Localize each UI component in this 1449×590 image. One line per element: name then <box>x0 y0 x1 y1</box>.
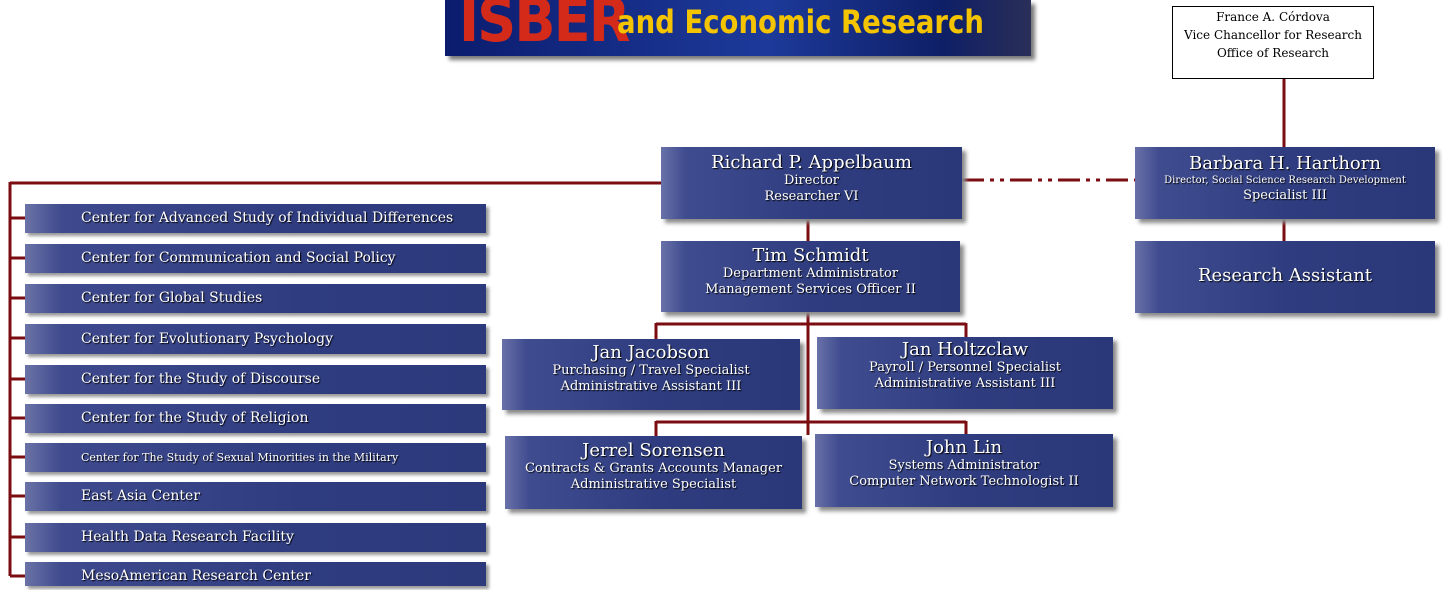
holtzclaw-title: Administrative Assistant III <box>874 376 1056 391</box>
center-item[interactable]: MesoAmerican Research Center <box>25 562 486 586</box>
vc-name: France A. Córdova <box>1216 10 1330 24</box>
jacobson-title: Administrative Assistant III <box>560 379 742 394</box>
sorensen-role: Contracts & Grants Accounts Manager <box>524 461 783 476</box>
schmidt-role: Department Administrator <box>722 266 899 281</box>
center-item[interactable]: Center for Advanced Study of Individual … <box>25 204 486 233</box>
vc-office: Office of Research <box>1216 46 1330 60</box>
research-assistant-label: Research Assistant <box>1197 265 1373 286</box>
sorensen-name: Jerrel Sorensen <box>582 440 725 461</box>
center-item[interactable]: East Asia Center <box>25 482 486 511</box>
center-item[interactable]: Center for Global Studies <box>25 284 486 313</box>
schmidt-title: Management Services Officer II <box>705 282 916 297</box>
director-role: Director <box>783 173 840 188</box>
lin-title: Computer Network Technologist II <box>849 474 1079 489</box>
harthorn-box: Barbara H. Harthorn Director, Social Sci… <box>1135 147 1435 219</box>
harthorn-role: Director, Social Science Research Develo… <box>1164 175 1406 186</box>
schmidt-name: Tim Schmidt <box>752 245 869 266</box>
vc-title: Vice Chancellor for Research <box>1184 28 1362 42</box>
isber-logo-banner: ISBER and Economic Research <box>445 0 1031 56</box>
director-title: Researcher VI <box>764 189 859 204</box>
center-item[interactable]: Health Data Research Facility <box>25 523 486 552</box>
harthorn-title: Specialist III <box>1243 188 1327 203</box>
holtzclaw-role: Payroll / Personnel Specialist <box>869 360 1061 375</box>
lin-box: John Lin Systems Administrator Computer … <box>815 434 1113 507</box>
jacobson-role: Purchasing / Travel Specialist <box>552 363 750 378</box>
sorensen-box: Jerrel Sorensen Contracts & Grants Accou… <box>505 436 802 509</box>
vice-chancellor-box: France A. Córdova Vice Chancellor for Re… <box>1172 6 1374 79</box>
logo-tagline: and Economic Research <box>617 3 984 41</box>
logo-letters: ISBER <box>459 0 630 56</box>
harthorn-name: Barbara H. Harthorn <box>1189 153 1381 174</box>
lin-name: John Lin <box>925 437 1003 458</box>
director-name: Richard P. Appelbaum <box>711 152 912 173</box>
research-assistant-box: Research Assistant <box>1135 241 1435 313</box>
jacobson-box: Jan Jacobson Purchasing / Travel Special… <box>502 339 800 410</box>
center-item[interactable]: Center for the Study of Discourse <box>25 365 486 394</box>
center-item[interactable]: Center for The Study of Sexual Minoritie… <box>25 443 486 472</box>
center-item[interactable]: Center for the Study of Religion <box>25 404 486 433</box>
jacobson-name: Jan Jacobson <box>592 342 710 363</box>
holtzclaw-box: Jan Holtzclaw Payroll / Personnel Specia… <box>817 337 1113 409</box>
sorensen-title: Administrative Specialist <box>570 477 737 492</box>
center-item[interactable]: Center for Evolutionary Psychology <box>25 324 486 354</box>
schmidt-box: Tim Schmidt Department Administrator Man… <box>661 241 960 312</box>
director-box: Richard P. Appelbaum Director Researcher… <box>661 147 962 219</box>
center-item[interactable]: Center for Communication and Social Poli… <box>25 244 486 273</box>
lin-role: Systems Administrator <box>888 458 1040 473</box>
holtzclaw-name: Jan Holtzclaw <box>901 339 1029 360</box>
